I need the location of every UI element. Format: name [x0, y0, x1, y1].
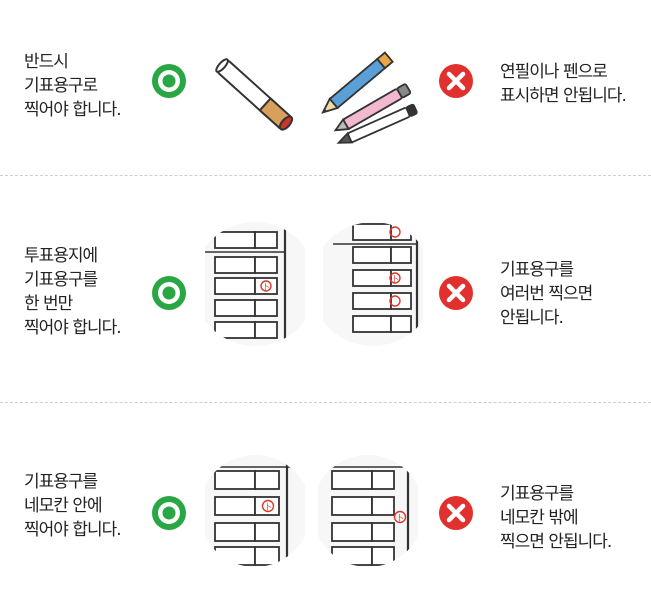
ballot-multiple-stamps-illustration: 卜 [323, 222, 423, 346]
stamp-mark-icon [260, 280, 272, 292]
stamp-mark-symbol: 卜 [391, 275, 399, 284]
row3-left-text: 기표용구를 네모칸 안에 찍어야 합니다. [24, 470, 122, 542]
row2-left-text: 투표용지에 기표용구를 한 번만 찍어야 합니다. [24, 244, 122, 340]
row3-right-line: 기표용구를 [500, 484, 574, 504]
wrong-x-icon [439, 276, 473, 310]
row2-right-line: 여러번 찍으면 [500, 284, 593, 304]
row2-right-text: 기표용구를 여러번 찍으면 안됩니다. [500, 258, 593, 330]
pencil-pens-illustration [321, 51, 418, 144]
correct-circle-icon [152, 496, 186, 530]
stamp-tool-illustration [215, 58, 294, 131]
row3-left-line: 기표용구를 [24, 472, 98, 492]
row1-left-line: 기표용구로 [24, 76, 98, 96]
stamp-mark-symbol: 卜 [262, 283, 270, 292]
correct-circle-icon [152, 276, 186, 310]
row3-right-line: 네모칸 밖에 [500, 508, 579, 528]
divider-2 [0, 402, 651, 403]
row1-right-text: 연필이나 펜으로 표시하면 안됩니다. [500, 60, 627, 108]
row3-left-line: 네모칸 안에 [24, 496, 103, 516]
row1-left-line: 반드시 [24, 52, 69, 72]
ballot-outside-box-illustration: 卜 [318, 455, 418, 567]
stamp-mark-icon [393, 510, 407, 524]
ballot-single-stamp-illustration: 卜 [205, 222, 305, 346]
divider-1 [0, 175, 651, 176]
row2-left-line: 기표용구를 [24, 270, 98, 290]
row1-right-line: 표시하면 안됩니다. [500, 86, 627, 106]
stamp-mark-symbol: 卜 [396, 514, 404, 523]
row1-left-text: 반드시 기표용구로 찍어야 합니다. [24, 50, 122, 122]
row2-left-line: 한 번만 [24, 294, 73, 314]
row3-right-text: 기표용구를 네모칸 밖에 찍으면 안됩니다. [500, 482, 612, 554]
row2-right-line: 기표용구를 [500, 260, 574, 280]
row2-left-line: 투표용지에 [24, 246, 98, 266]
row2-left-line: 찍어야 합니다. [24, 318, 122, 338]
row1-right-line: 연필이나 펜으로 [500, 62, 608, 82]
stamp-mark-symbol: 卜 [264, 503, 272, 512]
row3-right-line: 찍으면 안됩니다. [500, 532, 612, 552]
stamp-mark-icon [261, 499, 275, 513]
row2-right-line: 안됩니다. [500, 308, 564, 328]
ballot-inside-box-illustration: 卜 [205, 455, 305, 567]
row3-left-line: 찍어야 합니다. [24, 520, 122, 540]
correct-circle-icon [152, 64, 186, 98]
wrong-x-icon [439, 64, 473, 98]
wrong-x-icon [439, 496, 473, 530]
row1-left-line: 찍어야 합니다. [24, 100, 122, 120]
stamp-mark-icon [389, 226, 401, 307]
